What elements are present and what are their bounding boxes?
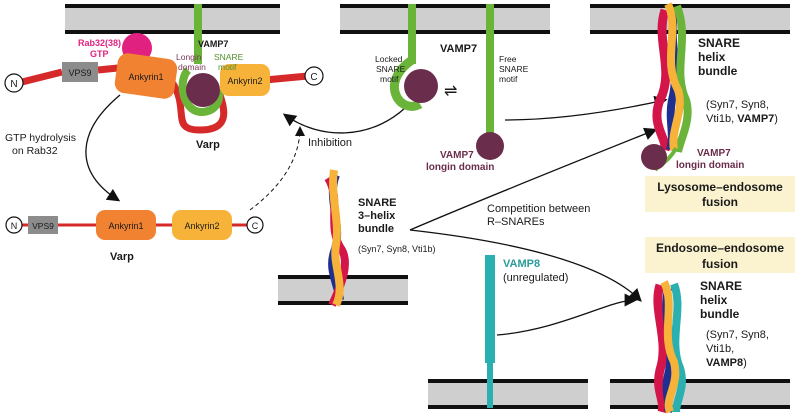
svg-text:SNARE: SNARE: [358, 197, 397, 209]
svg-text:Ankyrin2: Ankyrin2: [227, 76, 262, 86]
svg-text:C: C: [310, 72, 317, 83]
svg-text:Ankyrin2: Ankyrin2: [184, 221, 219, 231]
varp-free: N VPS9 Ankyrin1 Ankyrin2 C Varp: [5, 210, 264, 263]
endosome-endosome-fusion-box: Endosome–endosome fusion: [645, 237, 795, 273]
vamp7-label-top: VAMP7: [198, 39, 228, 49]
gtp-hydrolysis-label: GTP hydrolysis: [5, 132, 76, 144]
c-terminus-top: [304, 66, 324, 86]
ankyrin1-domain-bottom: [96, 210, 156, 240]
membrane-bottom-right: [610, 379, 790, 409]
svg-text:bundle: bundle: [698, 64, 738, 78]
vamp7-label-middle: VAMP7: [440, 43, 477, 55]
svg-text:Lysosome–endosome: Lysosome–endosome: [657, 180, 783, 194]
n-terminus-top: [4, 73, 24, 93]
vamp7-longin-domain: [186, 73, 220, 107]
svg-text:VAMP8): VAMP8): [706, 357, 747, 369]
varp-label-top: Varp: [196, 139, 220, 151]
svg-text:fusion: fusion: [702, 257, 738, 271]
vamp8-unregulated: VAMP8 (unregulated): [485, 255, 568, 408]
svg-text:N: N: [10, 79, 17, 90]
inhibition-label: Inhibition: [308, 137, 352, 149]
svg-text:helix: helix: [700, 293, 728, 307]
rebinding-arrow: [249, 126, 305, 211]
svg-text:C: C: [252, 221, 259, 231]
svg-text:bundle: bundle: [358, 223, 394, 235]
membrane-top-left: [65, 4, 280, 34]
varp-label-bottom: Varp: [110, 251, 134, 263]
svg-text:helix: helix: [698, 50, 726, 64]
svg-text:bundle: bundle: [700, 307, 740, 321]
vamp7-longin-label: VAMP7: [440, 150, 474, 161]
svg-text:(Syn7, Syn8,: (Syn7, Syn8,: [706, 99, 769, 111]
membrane-top-right: [590, 4, 790, 34]
svg-text:domain: domain: [178, 62, 206, 72]
vamp8-to-fusion-arrow: [496, 293, 638, 336]
vamp7-locked: Locked SNARE motif VAMP7: [375, 4, 477, 111]
svg-text:longin domain: longin domain: [676, 160, 744, 171]
competition-label: Competition between: [487, 203, 590, 215]
svg-text:3–helix: 3–helix: [358, 210, 396, 222]
svg-text:R–SNAREs: R–SNAREs: [487, 216, 545, 228]
svg-text:on Rab32: on Rab32: [12, 145, 58, 157]
snare-bundle-vamp8: SNARE helix bundle (Syn7, Syn8, Vti1b, V…: [653, 279, 769, 414]
svg-text:SNARE: SNARE: [376, 64, 406, 74]
vamp7-to-fusion-arrow: [504, 95, 668, 121]
lysosome-endosome-fusion-box: Lysosome–endosome fusion: [645, 176, 795, 212]
svg-text:motif: motif: [218, 62, 237, 72]
vamp7-free-longin: [476, 132, 504, 160]
competition-arrow-down: [409, 229, 642, 302]
svg-text:VAMP7: VAMP7: [697, 148, 731, 159]
svg-text:Ankyrin1: Ankyrin1: [108, 221, 143, 231]
membrane-bottom-middle: [428, 379, 588, 409]
svg-text:Ankyrin1: Ankyrin1: [128, 72, 163, 82]
vamp8-label: VAMP8: [503, 258, 540, 270]
c-terminus-bottom: [246, 216, 264, 234]
svg-text:Locked: Locked: [375, 54, 403, 64]
svg-text:fusion: fusion: [702, 195, 738, 209]
svg-text:longin domain: longin domain: [426, 162, 494, 173]
svg-text:SNARE: SNARE: [700, 279, 742, 293]
gtp-hydrolysis-arrow: [85, 94, 121, 202]
n-terminus-bottom: [5, 216, 23, 234]
membrane-top-middle: [340, 4, 550, 34]
svg-text:SNARE: SNARE: [698, 36, 740, 50]
svg-text:VPS9: VPS9: [32, 221, 54, 231]
snare-bundle-vamp7: SNARE helix bundle (Syn7, Syn8, Vti1b, V…: [641, 2, 778, 172]
inhibition-arrow: [282, 107, 406, 134]
ankyrin2-domain-bottom: [172, 210, 232, 240]
vamp7-stem: [194, 4, 202, 64]
svg-text:(unregulated): (unregulated): [503, 272, 568, 284]
svg-text:N: N: [11, 221, 18, 231]
ankyrin1-domain-top: [114, 53, 178, 99]
svg-text:SNARE: SNARE: [214, 52, 244, 62]
vamp7-longin-right: [641, 144, 667, 170]
svg-text:(Syn7, Syn8, Vti1b): (Syn7, Syn8, Vti1b): [358, 244, 436, 254]
svg-text:SNARE: SNARE: [499, 64, 529, 74]
svg-text:GTP: GTP: [90, 49, 109, 59]
snare-3-helix-bundle: SNARE 3–helix bundle (Syn7, Syn8, Vti1b): [324, 169, 436, 307]
competition-arrow-up: [409, 127, 658, 231]
vamp7-locked-longin: [404, 69, 438, 103]
svg-text:motif: motif: [380, 74, 399, 84]
ankyrin2-domain-top: [220, 64, 270, 96]
vps9-domain-top: [62, 62, 98, 82]
equilibrium-symbol: ⇌: [444, 83, 457, 100]
svg-text:(Syn7, Syn8,: (Syn7, Syn8,: [706, 329, 769, 341]
vamp7-free: Free SNARE motif VAMP7 longin domain: [426, 4, 529, 173]
svg-text:VPS9: VPS9: [68, 68, 91, 78]
svg-text:Vti1b, VAMP7): Vti1b, VAMP7): [706, 113, 778, 125]
vps9-domain-bottom: [28, 216, 58, 234]
svg-text:Endosome–endosome: Endosome–endosome: [656, 241, 784, 255]
varp-vamp7-complex: N VPS9 Ankyrin1 Ankyrin2 C Rab32(38) GTP…: [4, 4, 324, 151]
svg-text:Vti1b,: Vti1b,: [706, 343, 734, 355]
svg-text:Longin: Longin: [176, 52, 202, 62]
svg-text:motif: motif: [499, 74, 518, 84]
rab32-label: Rab32(38): [78, 38, 121, 48]
svg-text:Free: Free: [499, 54, 517, 64]
